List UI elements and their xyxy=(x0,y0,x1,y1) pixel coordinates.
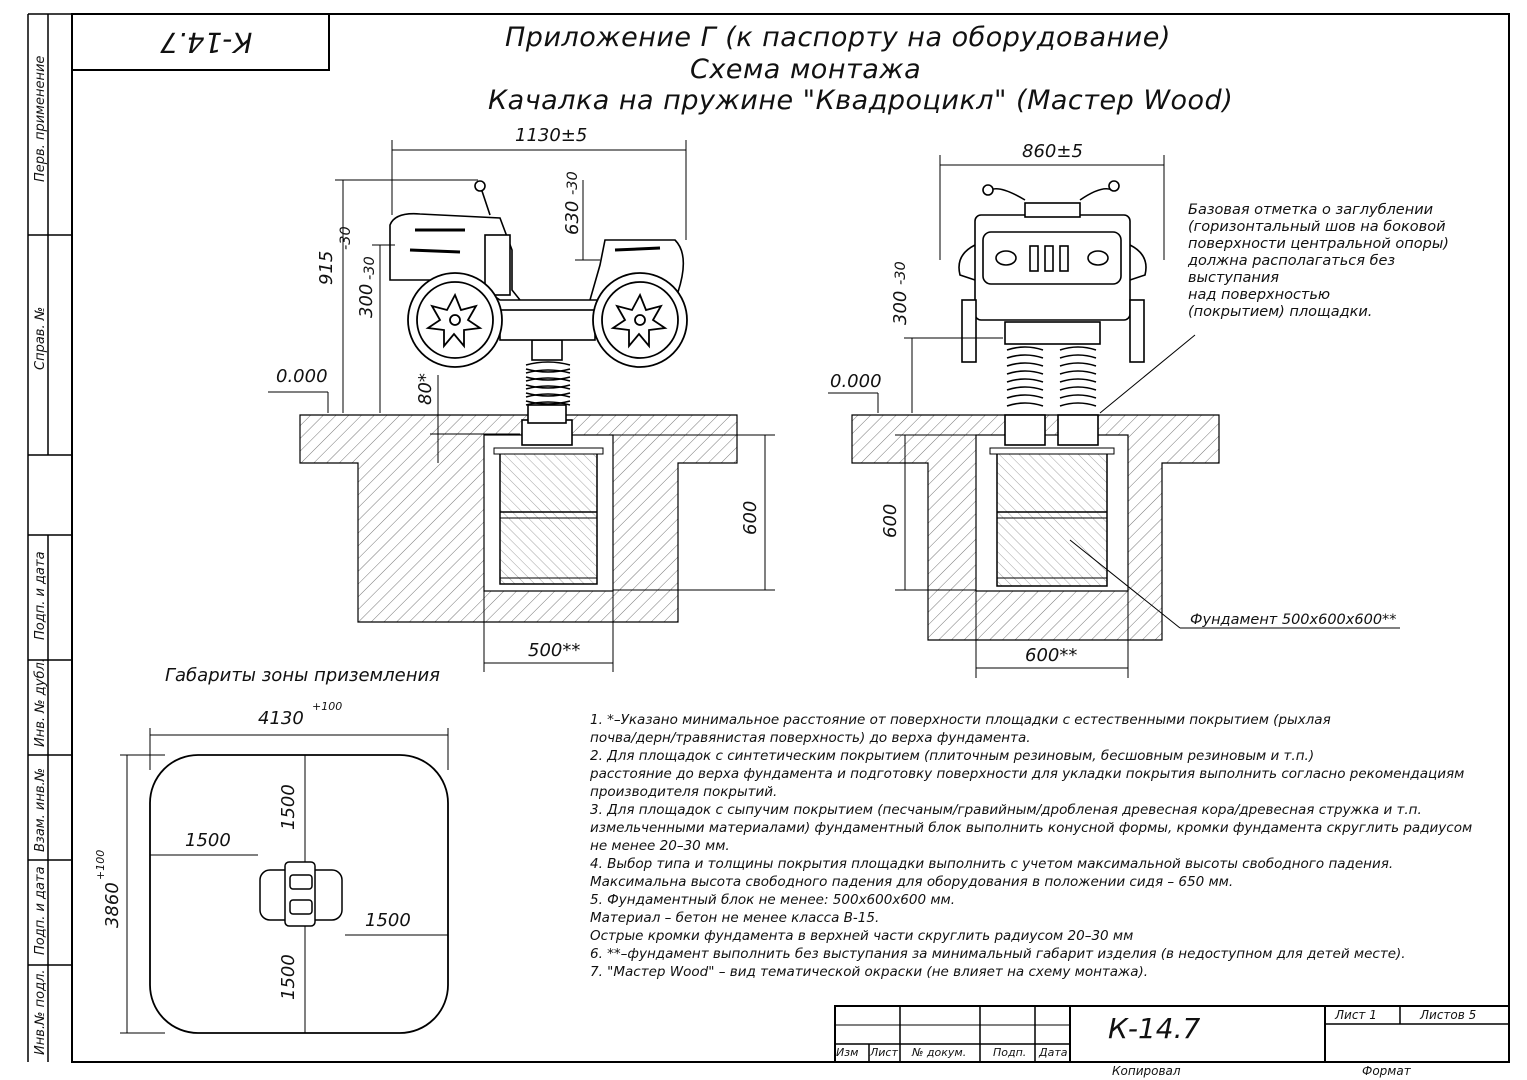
front-view xyxy=(828,155,1400,678)
note-line: 1. *–Указано минимальное расстояние от п… xyxy=(590,712,1331,728)
note-line: почва/дерн/травянистая поверхность) до в… xyxy=(590,730,1031,746)
title-line-1: Приложение Г (к паспорту на оборудование… xyxy=(505,22,1171,53)
foundation-label: Фундамент 500х600х600** xyxy=(1190,612,1397,628)
side-h300-dim: 300 xyxy=(356,283,377,318)
note-line: 3. Для площадок с сыпучим покрытием (пес… xyxy=(590,802,1422,818)
front-springs xyxy=(1004,321,1101,446)
front-width-dim: 860±5 xyxy=(1022,141,1083,162)
titleblock-list: Лист xyxy=(870,1046,898,1059)
side-wheel-front xyxy=(592,272,688,368)
stamp-code: К-14.7 xyxy=(160,26,253,59)
zone-top-dim: 1500 xyxy=(278,784,299,830)
titleblock-listov: Листов 5 xyxy=(1420,1008,1477,1022)
title-line-3: Качалка на пружине "Квадроцикл" (Мастер … xyxy=(488,85,1234,116)
notes-block: 1. *–Указано минимальное расстояние от п… xyxy=(590,711,1490,981)
side-width-dim: 1130±5 xyxy=(515,125,588,146)
note-line: 4. Выбор типа и толщины покрытия площадк… xyxy=(590,856,1394,872)
zone-height-dim: 3860 xyxy=(102,882,123,928)
zone-left-dim: 1500 xyxy=(185,830,231,851)
side-label-inv-dubl: Инв. № дубл. xyxy=(33,658,48,747)
zone-width-dim: 4130 xyxy=(258,708,304,729)
front-foundation-block xyxy=(996,451,1108,587)
zone-right-dim: 1500 xyxy=(365,910,411,931)
base-note-line: поверхности центральной опоры) xyxy=(1188,236,1449,252)
note-line: производителя покрытий. xyxy=(590,784,778,800)
note-line: не менее 20–30 мм. xyxy=(590,838,730,854)
zone-width-tol: +100 xyxy=(312,700,343,713)
side-label-sprav: Справ. № xyxy=(33,306,48,370)
front-h300-tol: -30 xyxy=(893,261,909,285)
side-found-width-dim: 500** xyxy=(528,640,581,661)
front-depth-dim: 600 xyxy=(880,503,901,538)
side-label-inv-podl: Инв.№ подл. xyxy=(33,969,48,1055)
landing-zone-outline xyxy=(149,754,449,1034)
note-line: 6. **–фундамент выполнить без выступания… xyxy=(590,946,1406,962)
side-view xyxy=(268,140,775,672)
titleblock-ndokum: № докум. xyxy=(912,1046,967,1059)
zone-title: Габариты зоны приземления xyxy=(165,665,441,686)
titleblock-izm: Изм xyxy=(836,1046,859,1059)
title-line-2: Схема монтажа xyxy=(690,54,922,85)
landing-zone-plan xyxy=(120,728,449,1034)
side-level-mark: 0.000 xyxy=(276,366,328,387)
note-line: 2. Для площадок с синтетическим покрытие… xyxy=(590,748,1315,764)
title-block xyxy=(834,1005,1510,1063)
note-line: измельченными материалами) фундаментный … xyxy=(590,820,1473,836)
note-line: Материал – бетон не менее класса В-15. xyxy=(590,910,880,926)
note-line: расстояние до верха фундамента и подгото… xyxy=(590,766,1465,782)
side-wheel-rear xyxy=(407,272,503,368)
side-dimensions xyxy=(268,140,775,672)
plan-vehicle xyxy=(259,861,343,927)
front-h300-dim: 300 xyxy=(890,290,911,325)
side-h915-dim: 915 xyxy=(316,250,337,285)
side-label-podp-data-2: Подп. и дата xyxy=(33,866,48,955)
note-line: 7. "Мастер Wood" – вид тематической окра… xyxy=(590,964,1149,980)
sheet-frame xyxy=(27,13,1510,1063)
side-label-perv: Перв. применение xyxy=(33,55,48,182)
titleblock-data: Дата xyxy=(1039,1046,1068,1059)
side-d80-dim: 80* xyxy=(415,373,436,405)
front-level-mark: 0.000 xyxy=(830,371,882,392)
side-spring xyxy=(521,339,573,446)
front-vehicle-body xyxy=(958,180,1147,363)
titleblock-kopiroval: Копировал xyxy=(1112,1064,1181,1078)
note-line: Максимальна высота свободного падения дл… xyxy=(590,874,1234,890)
base-note-line: Базовая отметка о заглублении xyxy=(1188,202,1434,218)
front-found-width-dim: 600** xyxy=(1025,645,1078,666)
titleblock-format: Формат xyxy=(1362,1064,1411,1078)
side-label-vzam-inv: Взам. инв.№ xyxy=(33,767,48,852)
titleblock-podp: Подп. xyxy=(993,1046,1027,1059)
side-h915-tol: -30 xyxy=(338,226,354,250)
base-note-line: должна располагаться без xyxy=(1188,253,1396,269)
zone-bottom-dim: 1500 xyxy=(278,954,299,1000)
base-note-line: (покрытием) площадки. xyxy=(1188,304,1373,320)
side-h630-dim: 630 xyxy=(562,200,583,235)
titleblock-code: К-14.7 xyxy=(1108,1012,1201,1045)
base-note-line: (горизонтальный шов на боковой xyxy=(1188,219,1446,235)
side-h300-tol: -30 xyxy=(362,256,378,280)
note-line: Острые кромки фундамента в верхней части… xyxy=(590,928,1134,944)
base-note: Базовая отметка о заглублении (горизонта… xyxy=(1188,202,1449,321)
front-dimensions xyxy=(828,155,1400,678)
base-note-line: выступания xyxy=(1188,270,1279,286)
titleblock-list1: Лист 1 xyxy=(1335,1008,1377,1022)
side-label-podp-data-1: Подп. и дата xyxy=(33,551,48,640)
side-depth-dim: 600 xyxy=(740,500,761,535)
side-h630-tol: -30 xyxy=(565,171,581,195)
note-line: 5. Фундаментный блок не менее: 500х600х6… xyxy=(590,892,956,908)
base-note-line: над поверхностью xyxy=(1188,287,1331,303)
zone-height-tol: +100 xyxy=(94,849,107,880)
